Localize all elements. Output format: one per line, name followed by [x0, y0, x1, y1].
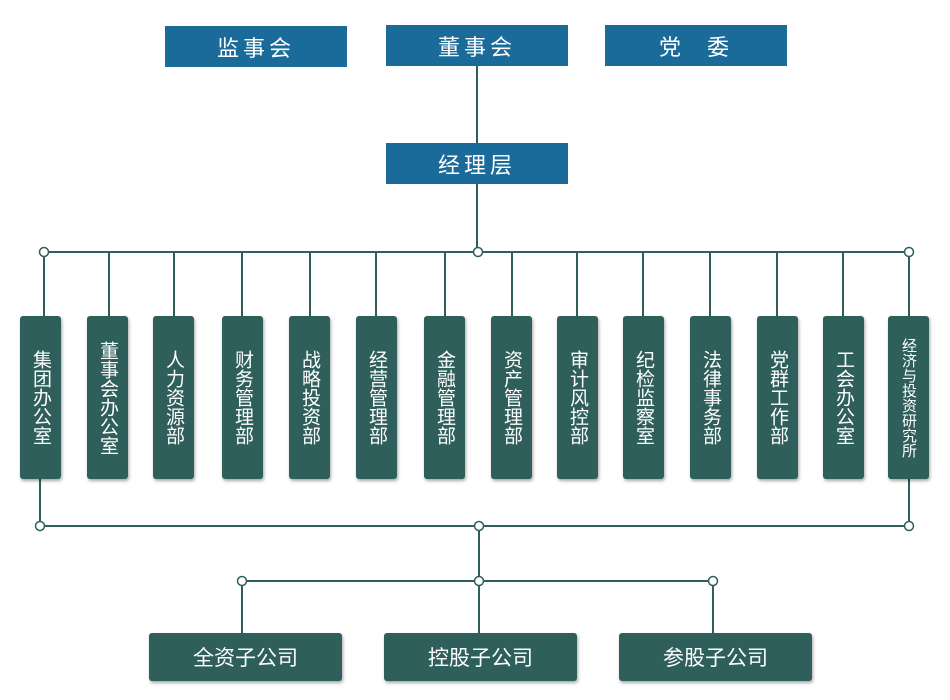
dept-label: 党群工作部 [767, 350, 789, 445]
subsidiary-holding: 控股子公司 [384, 633, 577, 681]
dept-group-office: 集团办公室 [20, 316, 61, 479]
dept-asset-management: 资产管理部 [491, 316, 532, 479]
connector-node [473, 575, 485, 587]
dept-strategic-investment: 战略投资部 [289, 316, 330, 479]
dept-label: 集团办公室 [30, 350, 52, 445]
party-committee-label: 党 委 [659, 35, 733, 61]
subsidiary-label: 参股子公司 [663, 646, 768, 670]
connector-node [236, 575, 248, 587]
connector-node [34, 520, 46, 532]
dept-audit-risk: 审计风控部 [557, 316, 598, 479]
dept-party-mass-work: 党群工作部 [757, 316, 798, 479]
dept-financial-management: 金融管理部 [424, 316, 465, 479]
dept-label: 法律事务部 [700, 350, 722, 445]
dept-discipline-inspection: 纪检监察室 [623, 316, 664, 479]
connector-node [707, 575, 719, 587]
dept-label: 战略投资部 [299, 350, 321, 445]
subsidiary-label: 控股子公司 [428, 646, 533, 670]
dept-economic-investment-research: 经济与投资研究所 [888, 316, 929, 479]
subsidiary-equity-participation: 参股子公司 [619, 633, 812, 681]
subsidiary-label: 全资子公司 [193, 646, 298, 670]
dept-label: 财务管理部 [232, 350, 254, 445]
dept-label: 纪检监察室 [633, 350, 655, 445]
connector-node [472, 246, 484, 258]
connector-node [38, 246, 50, 258]
dept-human-resources: 人力资源部 [153, 316, 194, 479]
dept-label: 金融管理部 [434, 350, 456, 445]
board-of-directors-box: 董事会 [386, 25, 568, 66]
connector-node [903, 520, 915, 532]
connector-node [903, 246, 915, 258]
subsidiary-wholly-owned: 全资子公司 [149, 633, 342, 681]
board-of-directors-label: 董事会 [437, 35, 516, 61]
management-box: 经理层 [386, 143, 568, 184]
dept-label: 人力资源部 [163, 350, 185, 445]
dept-label: 董事会办公室 [97, 340, 119, 455]
management-label: 经理层 [437, 153, 516, 179]
dept-finance: 财务管理部 [222, 316, 263, 479]
dept-operations: 经营管理部 [356, 316, 397, 479]
dept-board-office: 董事会办公室 [87, 316, 128, 479]
dept-label: 经营管理部 [366, 350, 388, 445]
connector-node [473, 520, 485, 532]
dept-label: 审计风控部 [567, 350, 589, 445]
supervisory-board-label: 监事会 [216, 36, 295, 62]
dept-legal-affairs: 法律事务部 [690, 316, 731, 479]
dept-label: 资产管理部 [501, 350, 523, 445]
party-committee-box: 党 委 [605, 25, 787, 66]
dept-label: 工会办公室 [833, 350, 855, 445]
supervisory-board-box: 监事会 [165, 26, 347, 67]
dept-labor-union-office: 工会办公室 [823, 316, 864, 479]
dept-label: 经济与投资研究所 [900, 337, 918, 458]
